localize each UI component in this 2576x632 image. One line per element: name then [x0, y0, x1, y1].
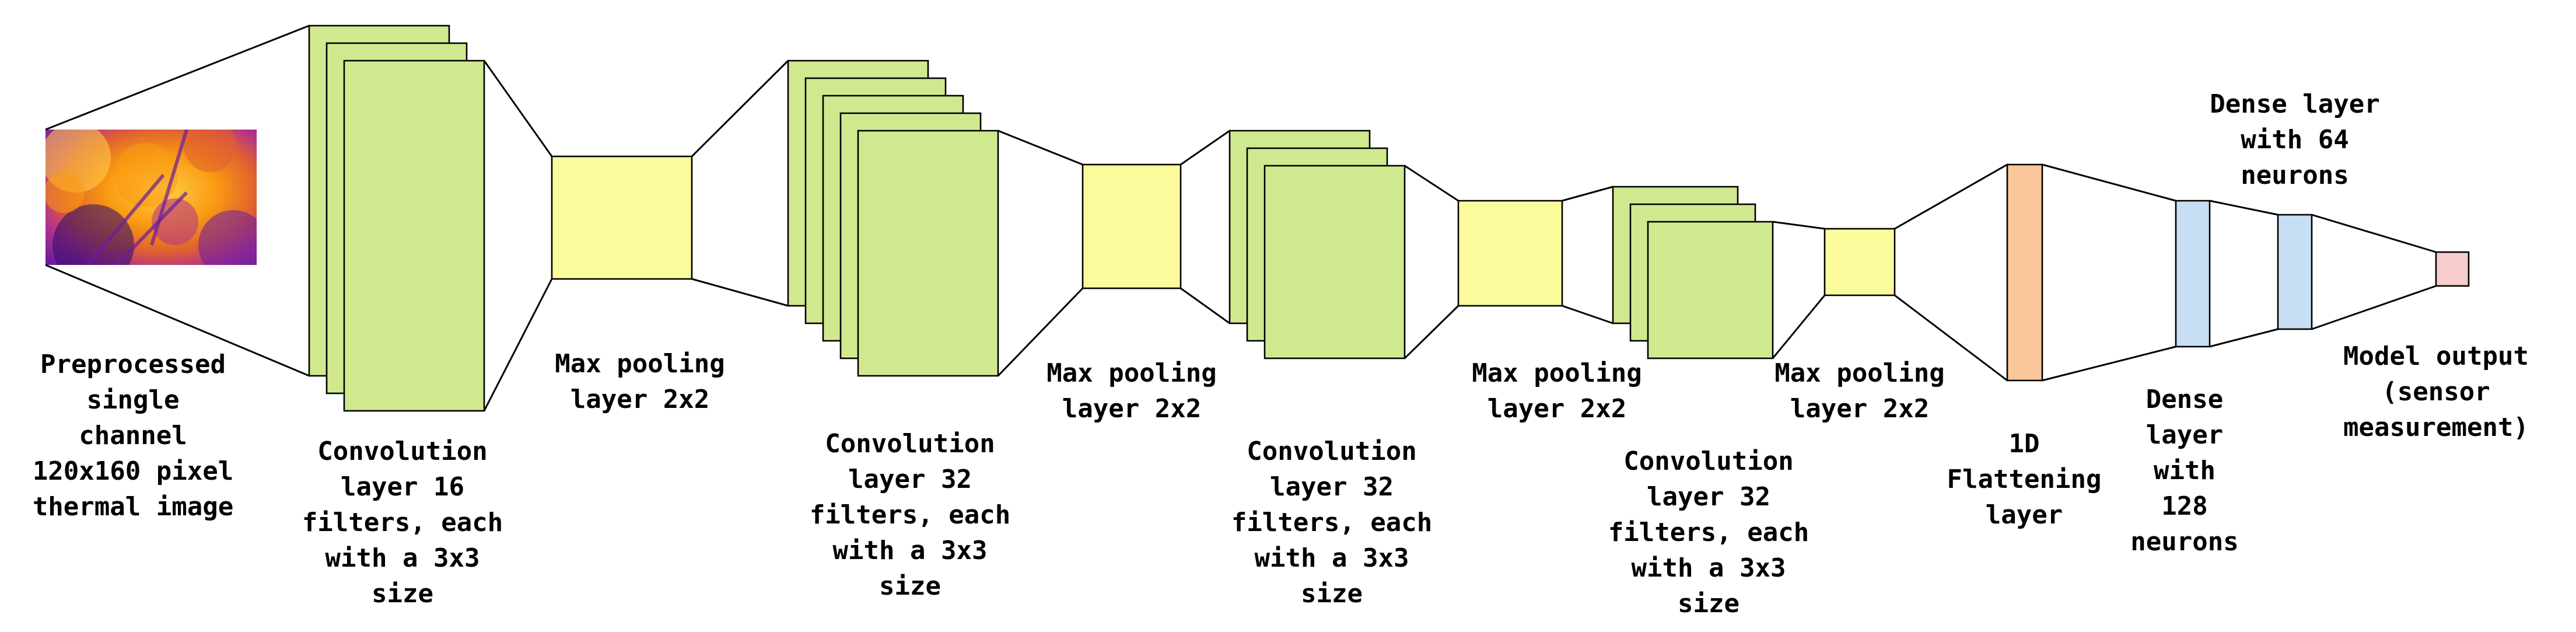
pool2-map — [1082, 163, 1182, 289]
connector-line-24 — [2311, 285, 2437, 330]
pool4-map — [1824, 228, 1896, 296]
pool-layer-4 — [1824, 228, 1896, 296]
thermal-streak-2 — [115, 191, 188, 265]
label-conv-layer-2: Convolution layer 32 filters, each with … — [809, 429, 1011, 601]
dense-layer-128 — [2175, 200, 2211, 348]
conv2-map-5 — [857, 130, 999, 377]
label-model-output: Model output (sensor measurement) — [2343, 341, 2529, 442]
label-dense-layer-128: Dense layer with 128 neurons — [2130, 385, 2239, 557]
connector-line-19 — [2042, 163, 2176, 202]
connector-line-11 — [1404, 165, 1459, 202]
connector-line-12 — [1404, 305, 1460, 359]
connector-line-10 — [1180, 287, 1230, 324]
thermal-blob-3 — [184, 130, 236, 172]
connector-line-8 — [997, 287, 1084, 377]
layer-connector-lines — [45, 25, 2437, 411]
connector-line-9 — [1180, 130, 1230, 166]
label-conv-layer-1: Convolution layer 16 filters, each with … — [302, 437, 503, 609]
pool-layer-3 — [1457, 200, 1563, 307]
connector-line-13 — [1562, 186, 1614, 202]
conv-layer-3 — [1228, 130, 1406, 359]
connector-line-4 — [483, 278, 553, 411]
flatten-layer — [2006, 163, 2043, 382]
conv-layer-4 — [1612, 186, 1774, 359]
label-conv-layer-3: Convolution layer 32 filters, each with … — [1231, 437, 1433, 609]
thermal-blob-4 — [52, 204, 134, 265]
conv3-map-3 — [1264, 165, 1406, 359]
output-box — [2435, 251, 2470, 287]
connector-line-22 — [2209, 328, 2278, 348]
pool-layer-1 — [551, 155, 693, 280]
pool3-map — [1457, 200, 1563, 307]
connector-line-5 — [691, 60, 789, 158]
connector-line-14 — [1562, 305, 1614, 324]
output-node — [2435, 251, 2470, 287]
connector-line-15 — [1772, 221, 1825, 230]
label-conv-layer-4: Convolution layer 32 filters, each with … — [1608, 446, 1810, 619]
connector-line-21 — [2209, 200, 2278, 216]
connector-line-3 — [483, 60, 553, 157]
thermal-blob-2 — [114, 143, 178, 207]
conv-layer-1 — [308, 25, 485, 412]
dense64-bar — [2277, 214, 2313, 330]
thermal-blob-5 — [198, 210, 257, 265]
connector-line-2 — [45, 264, 310, 377]
label-dense-layer-64: Dense layer with 64 neurons — [2210, 89, 2380, 190]
pool1-map — [551, 155, 693, 280]
label-pool-layer-4: Max pooling layer 2x2 — [1774, 358, 1945, 424]
connector-line-17 — [1894, 163, 2008, 230]
label-pool-layer-3: Max pooling layer 2x2 — [1472, 358, 1642, 424]
connector-line-16 — [1772, 295, 1826, 359]
thermal-input-image — [46, 130, 257, 265]
thermal-streak-3 — [150, 130, 188, 246]
dense128-bar — [2175, 200, 2211, 348]
connector-line-1 — [45, 25, 310, 131]
pool-layer-2 — [1082, 163, 1182, 289]
connector-line-7 — [998, 130, 1083, 166]
conv-layer-2 — [787, 60, 999, 377]
label-pool-layer-1: Max pooling layer 2x2 — [555, 349, 725, 414]
flatten-bar — [2006, 163, 2043, 382]
dense-layer-64 — [2277, 214, 2313, 330]
conv1-map-3 — [343, 60, 485, 412]
label-pool-layer-2: Max pooling layer 2x2 — [1046, 358, 1217, 424]
connector-line-20 — [2042, 345, 2176, 382]
thermal-streak-1 — [86, 174, 165, 265]
connector-line-18 — [1894, 294, 2008, 382]
thermal-blob-7 — [46, 172, 85, 213]
label-flatten-layer: 1D Flattening layer — [1947, 429, 2102, 530]
label-input-image: Preprocessed single channel 120x160 pixe… — [32, 350, 234, 522]
connector-line-23 — [2311, 214, 2437, 253]
connector-line-6 — [691, 278, 789, 307]
conv4-map-3 — [1647, 221, 1774, 359]
